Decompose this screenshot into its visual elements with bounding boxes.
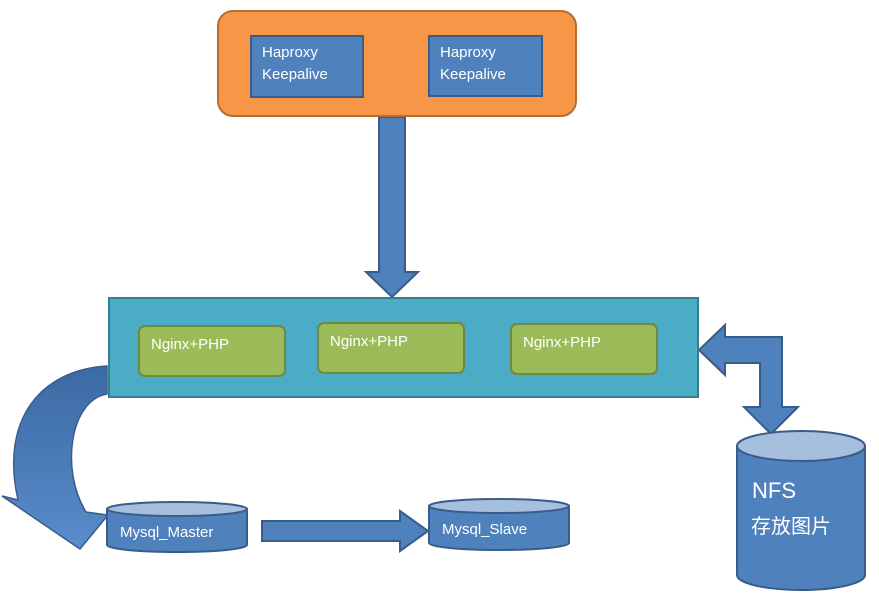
mysql-master-label: Mysql_Master (120, 524, 214, 541)
master-to-slave-arrow (261, 509, 430, 553)
mysql-master-cylinder (106, 501, 248, 553)
web-node-2: Nginx+PHP (317, 322, 465, 374)
haproxy-node-1: Haproxy Keepalive (250, 35, 364, 98)
mysql-slave-cylinder (428, 498, 570, 551)
web-node-3: Nginx+PHP (510, 323, 658, 375)
lb-to-web-arrow (363, 116, 421, 299)
mysql-slave-label: Mysql_Slave (442, 521, 528, 538)
nfs-subtitle: 存放图片 (751, 514, 831, 538)
haproxy-node-2: Haproxy Keepalive (428, 35, 543, 97)
web-to-master-arrow (1, 365, 110, 551)
haproxy-node-1-line2: Keepalive (262, 66, 328, 83)
nfs-title: NFS (752, 478, 796, 503)
web-nfs-arrow (697, 322, 801, 436)
haproxy-node-2-line1: Haproxy (440, 44, 496, 61)
haproxy-node-1-line1: Haproxy (262, 44, 318, 61)
haproxy-node-2-line2: Keepalive (440, 66, 506, 83)
web-node-1: Nginx+PHP (138, 325, 286, 377)
nfs-cylinder (736, 430, 866, 591)
